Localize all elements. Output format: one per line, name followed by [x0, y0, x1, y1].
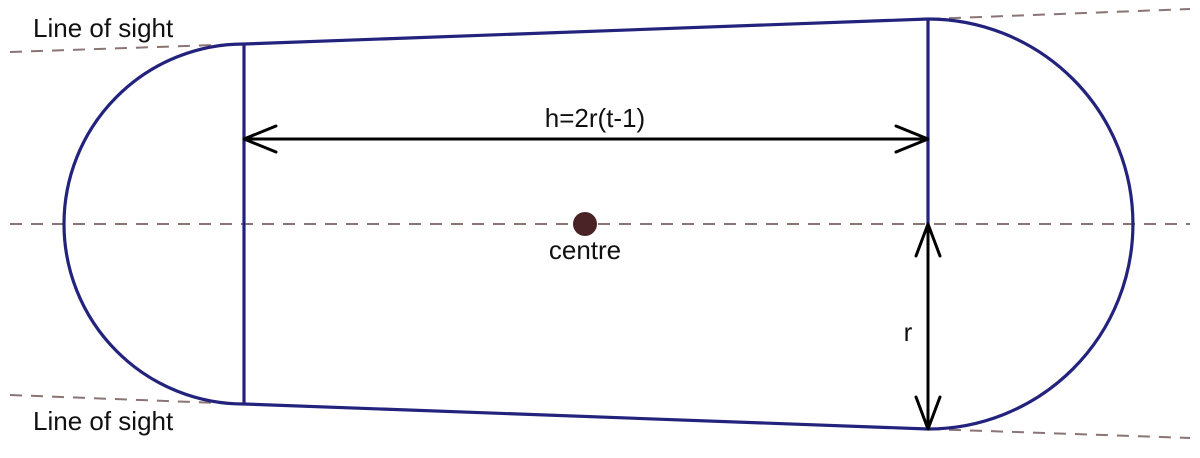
height-arrowhead-left: [242, 124, 278, 154]
bottom-edge-line: [243, 402, 929, 431]
centre-label: centre: [549, 235, 621, 265]
radius-arrowhead-top: [914, 222, 942, 258]
centre-point: [573, 212, 597, 236]
radius-label: r: [904, 317, 913, 347]
bottom-right-line-of-sight-dashed: [927, 428, 1191, 439]
radius-arrowhead-bottom: [914, 395, 942, 431]
left-hemisphere-outline: [62, 42, 245, 406]
line-of-sight-top-label: Line of sight: [33, 13, 174, 43]
line-of-sight-bottom-label: Line of sight: [33, 406, 174, 436]
height-arrowhead-right: [894, 124, 930, 154]
top-edge-line: [243, 17, 929, 46]
bottom-left-line-of-sight-dashed: [9, 394, 245, 405]
top-left-line-of-sight-dashed: [9, 43, 245, 53]
height-formula-label: h=2r(t-1): [545, 103, 645, 133]
right-hemisphere-outline: [927, 17, 1135, 431]
top-right-line-of-sight-dashed: [927, 8, 1191, 20]
